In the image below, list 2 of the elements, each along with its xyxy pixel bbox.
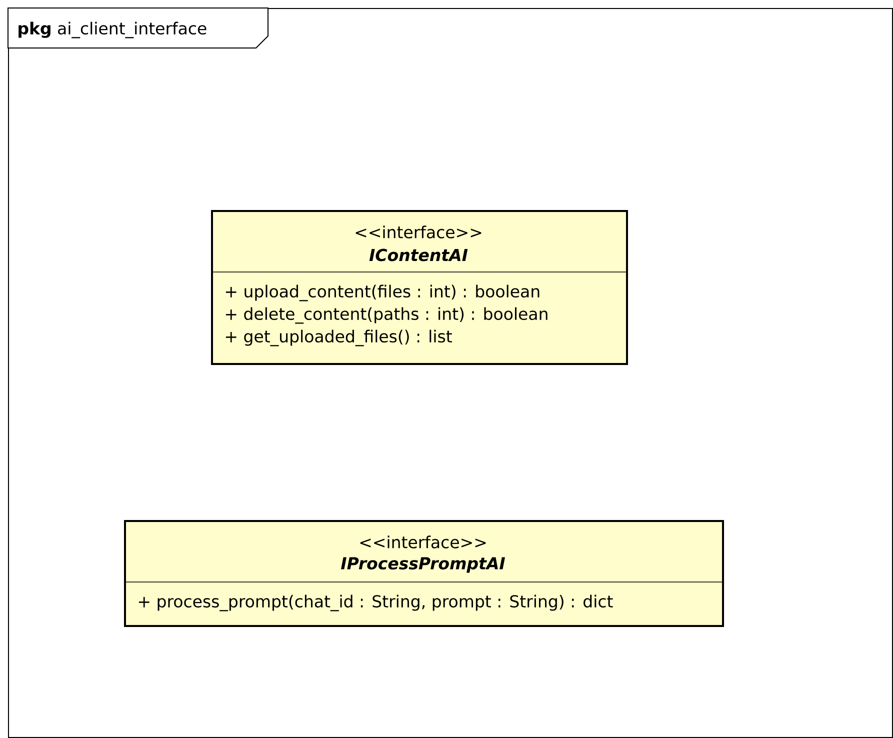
interface-class-box: <<interface>> IContentAI + upload_content(files : int) : boolean + delete_content(paths : int) : boolean + get_uploaded_files() : list	[210, 210, 628, 365]
interface-class-box: <<interface>> IProcessPromptAI + process_prompt(chat_id : String, prompt : String) : dict	[124, 520, 724, 627]
